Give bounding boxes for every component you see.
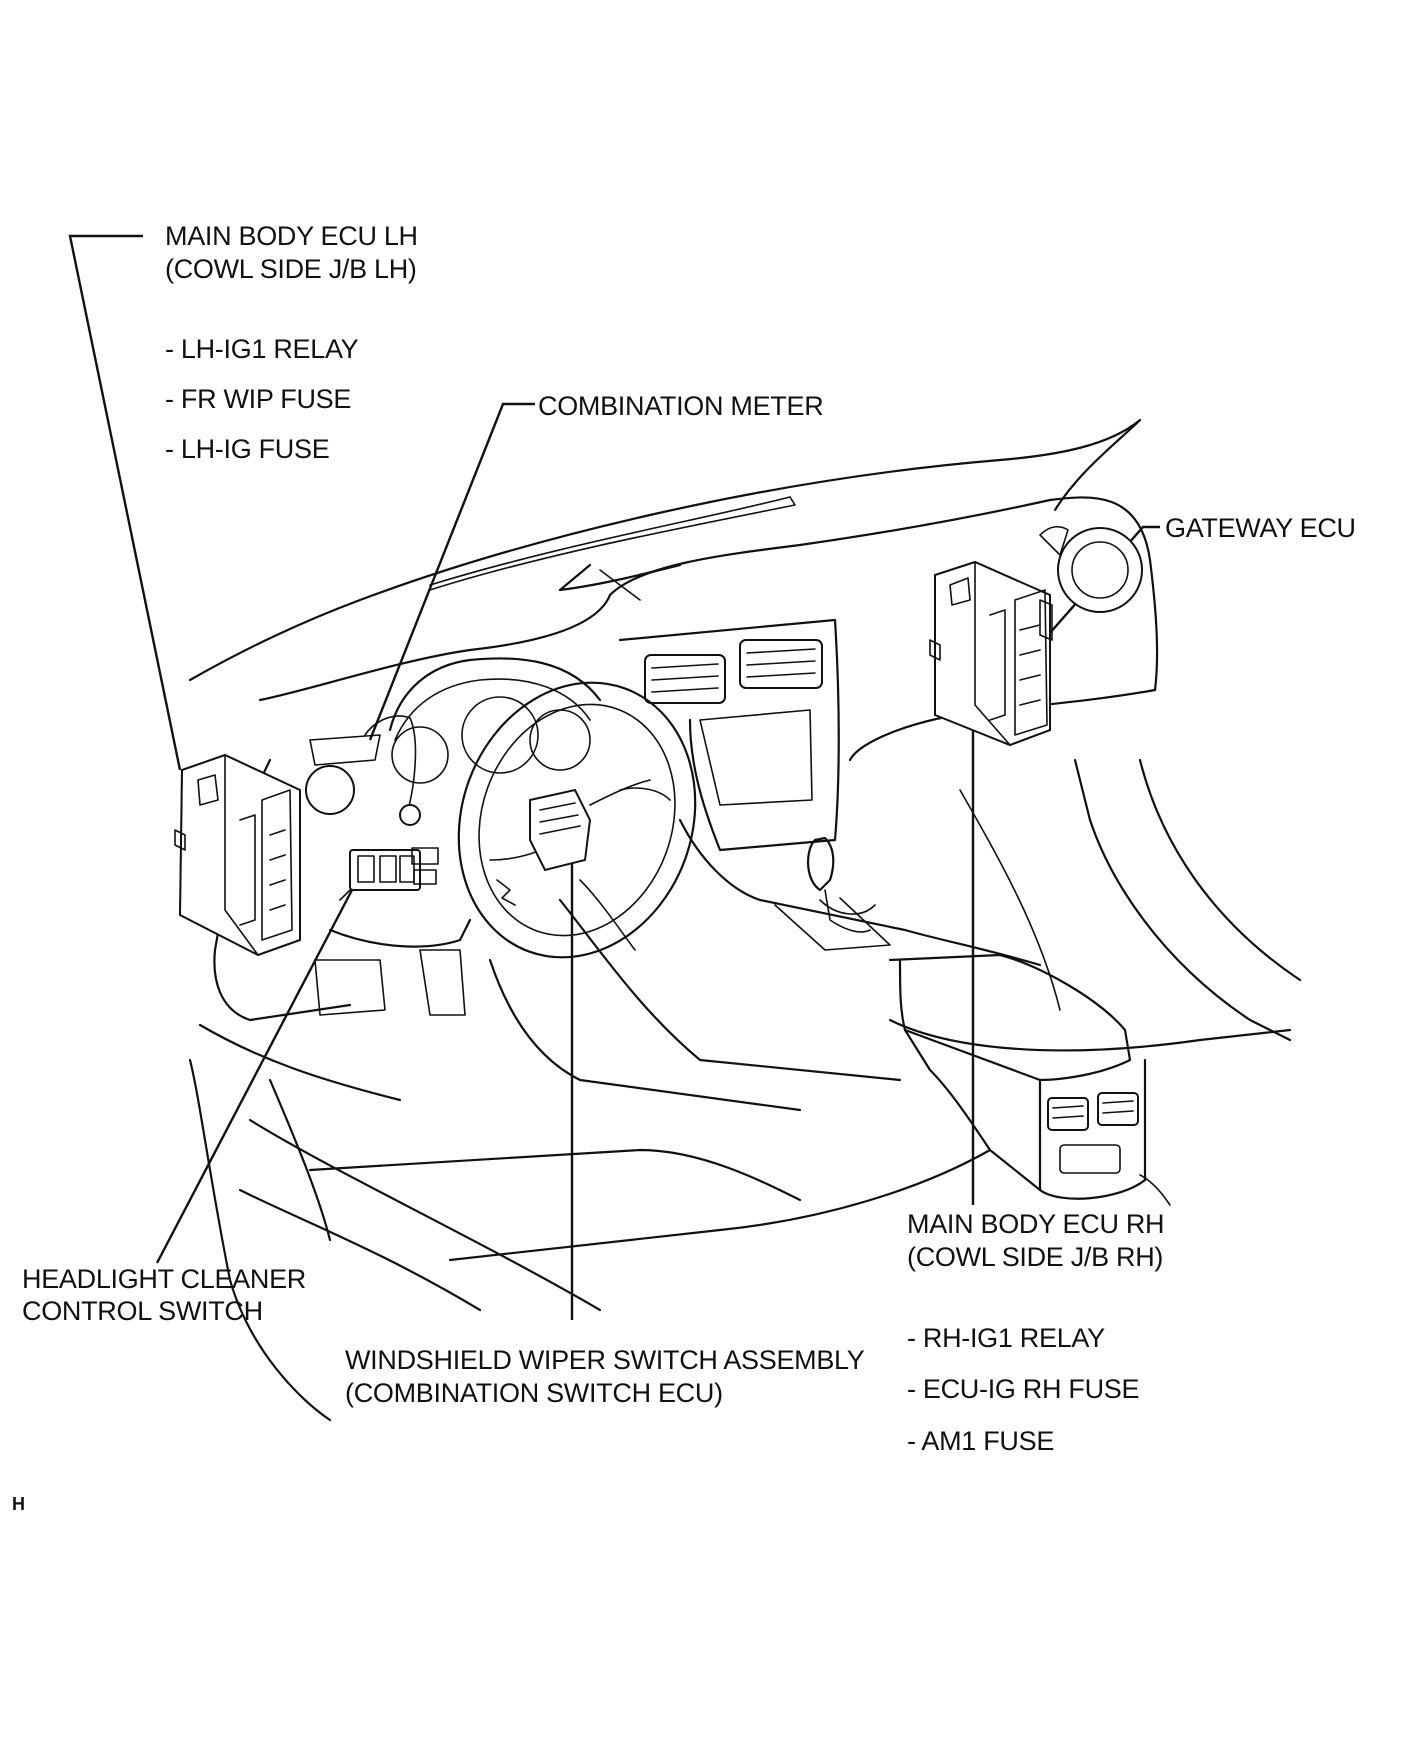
gateway-ecu-connector	[1039, 599, 1053, 641]
main-body-ecu-lh-unit	[174, 753, 301, 957]
left-side-vent	[305, 765, 355, 815]
label-combination-meter: COMBINATION METER	[538, 391, 824, 421]
label-windshield-wiper-title: WINDSHIELD WIPER SWITCH ASSEMBLY	[345, 1345, 865, 1375]
label-fr-wip-fuse: - FR WIP FUSE	[165, 384, 352, 414]
sub-gauge	[391, 726, 449, 784]
leader-main-body-ecu-lh	[68, 234, 182, 771]
label-main-body-ecu-rh-subtitle: (COWL SIDE J/B RH)	[907, 1242, 1164, 1272]
steering-wheel-rim	[457, 681, 697, 959]
cluster-and-wheel	[305, 657, 697, 959]
leader-combination-meter	[368, 402, 535, 741]
meter-hood	[388, 657, 602, 732]
rear-console-vent-right	[1097, 1092, 1139, 1126]
label-headlight-cleaner-title: HEADLIGHT CLEANER	[22, 1264, 306, 1294]
label-lh-ig1-relay: - LH-IG1 RELAY	[165, 334, 359, 364]
main-body-ecu-rh-unit	[929, 560, 1053, 747]
right-side-vent	[1057, 527, 1143, 613]
label-rh-ig1-relay: - RH-IG1 RELAY	[907, 1323, 1105, 1353]
leader-gateway-ecu	[1034, 525, 1160, 651]
rear-console-vent-left	[1047, 1097, 1089, 1131]
label-headlight-cleaner-subtitle: CONTROL SWITCH	[22, 1296, 263, 1326]
label-ecu-ig-rh-fuse: - ECU-IG RH FUSE	[907, 1374, 1140, 1404]
shift-knob	[807, 836, 835, 892]
label-windshield-wiper-subtitle: (COMBINATION SWITCH ECU)	[345, 1378, 723, 1408]
speedometer	[461, 696, 539, 774]
leader-lines	[68, 234, 1160, 1320]
label-main-body-ecu-lh-title: MAIN BODY ECU LH	[165, 221, 418, 251]
label-am1-fuse: - AM1 FUSE	[907, 1426, 1055, 1456]
pedal-accelerator	[419, 949, 466, 1016]
label-main-body-ecu-lh-subtitle: (COWL SIDE J/B LH)	[165, 254, 417, 284]
tachometer	[529, 709, 591, 771]
pedal-brake	[314, 959, 386, 1016]
label-lh-ig-fuse: - LH-IG FUSE	[165, 434, 330, 464]
label-gateway-ecu: GATEWAY ECU	[1165, 513, 1356, 543]
label-main-body-ecu-rh-title: MAIN BODY ECU RH	[907, 1209, 1165, 1239]
leader-headlight-cleaner	[155, 889, 354, 1264]
figure-code: H	[12, 1494, 25, 1514]
